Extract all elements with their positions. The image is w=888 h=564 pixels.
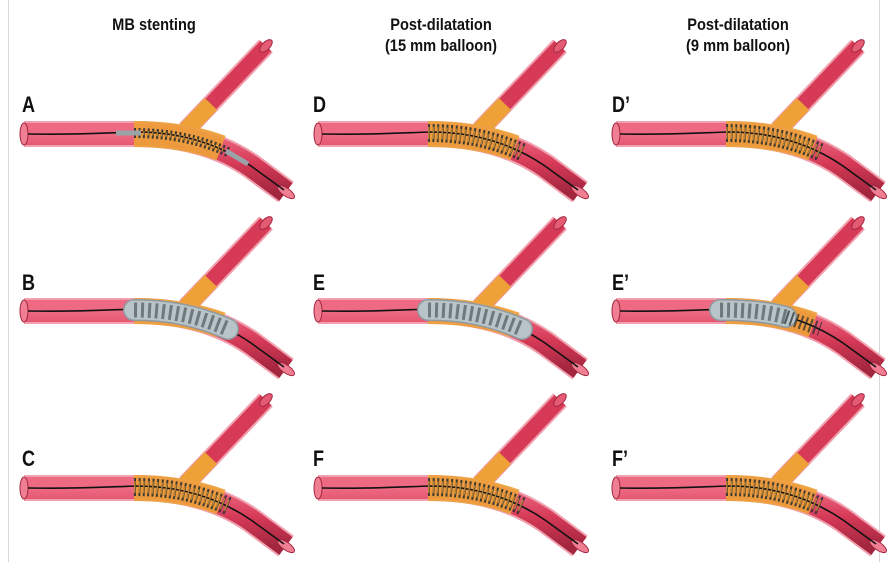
main-vessel-proximal-end — [314, 300, 322, 322]
main-vessel-proximal-end — [612, 123, 620, 145]
bifurcation-panel-e — [310, 215, 590, 385]
main-vessel-proximal-end — [20, 477, 28, 499]
bifurcation-panel-a — [16, 38, 296, 208]
main-vessel-proximal-end — [20, 300, 28, 322]
main-vessel-proximal-end — [20, 123, 28, 145]
bifurcation-panel-f-prime — [608, 392, 888, 562]
bifurcation-panel-f — [310, 392, 590, 562]
bifurcation-panel-d-prime — [608, 38, 888, 208]
main-vessel-proximal-end — [612, 477, 620, 499]
column-title-mb-stenting: MB stenting — [68, 14, 240, 35]
main-vessel-proximal-end — [314, 477, 322, 499]
bifurcation-panel-b — [16, 215, 296, 385]
main-vessel-proximal-end — [612, 300, 620, 322]
main-vessel-proximal-end — [314, 123, 322, 145]
bifurcation-panel-e-prime — [608, 215, 888, 385]
bifurcation-panel-d — [310, 38, 590, 208]
bifurcation-panel-c — [16, 392, 296, 562]
